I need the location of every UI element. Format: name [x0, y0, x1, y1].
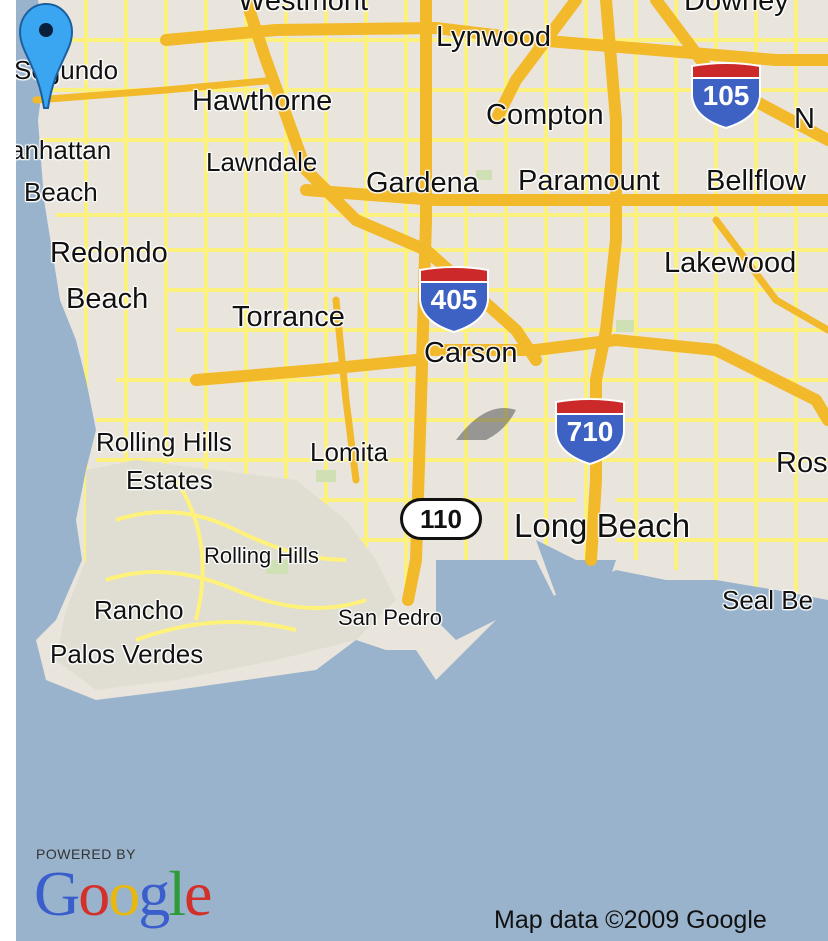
freeways — [160, 0, 828, 606]
map-marker-pin-icon[interactable] — [16, 0, 76, 112]
interstate-710-number: 710 — [566, 416, 614, 447]
place-bellflower: Bellflow — [706, 165, 806, 197]
interstate-105-number: 105 — [702, 80, 750, 111]
interstate-405-number: 405 — [430, 284, 478, 315]
place-rancho: Rancho — [94, 595, 184, 625]
place-long-beach: Long Beach — [514, 507, 691, 544]
place-westmont: Westmont — [238, 0, 369, 17]
interstate-710-shield-icon: 710 — [552, 396, 628, 466]
place-hawthorne: Hawthorne — [192, 85, 333, 117]
place-ros: Ros — [776, 447, 828, 479]
logo-letter-o1: o — [78, 858, 110, 929]
map-canvas[interactable]: Westmont Downey Lynwood Segundo Hawthorn… — [16, 0, 828, 941]
place-downey: Downey — [684, 0, 789, 17]
place-n: N — [794, 103, 815, 135]
place-rolling-hills: Rolling Hills — [204, 543, 319, 568]
place-redondo: Redondo — [50, 237, 168, 269]
place-paramount: Paramount — [518, 165, 660, 197]
logo-letter-l: l — [168, 858, 186, 929]
place-lomita: Lomita — [310, 437, 389, 467]
place-seal-beach: Seal Be — [722, 585, 814, 615]
logo-letter-g: G — [34, 858, 80, 929]
place-torrance: Torrance — [232, 301, 345, 333]
place-palos-verdes: Palos Verdes — [50, 639, 204, 669]
place-san-pedro: San Pedro — [338, 605, 442, 630]
logo-letter-e: e — [184, 858, 212, 929]
place-rolling-hills-estates-1: Rolling Hills — [96, 427, 232, 457]
interstate-105-shield-icon: 105 — [688, 60, 764, 130]
logo-letter-g2: g — [138, 858, 170, 929]
map-copyright: Map data ©2009 Google — [494, 906, 767, 934]
place-compton: Compton — [486, 99, 604, 131]
place-lakewood: Lakewood — [664, 247, 797, 279]
logo-letter-o2: o — [108, 858, 140, 929]
ocean — [16, 0, 828, 941]
state-route-110-shield-icon: 110 — [400, 498, 482, 540]
place-rolling-hills-estates-2: Estates — [126, 465, 213, 495]
powered-by-label: POWERED BY — [36, 846, 136, 862]
place-lawndale: Lawndale — [206, 147, 318, 177]
place-beach-1: Beach — [24, 177, 98, 207]
place-manhattan: anhattan — [16, 135, 112, 165]
google-logo[interactable]: Google — [34, 858, 212, 929]
interstate-405-shield-icon: 405 — [416, 264, 492, 334]
place-gardena: Gardena — [366, 167, 479, 199]
port-harbor — [436, 540, 616, 640]
place-lynwood: Lynwood — [436, 21, 552, 53]
place-carson: Carson — [424, 337, 518, 369]
place-beach-2: Beach — [66, 283, 149, 315]
